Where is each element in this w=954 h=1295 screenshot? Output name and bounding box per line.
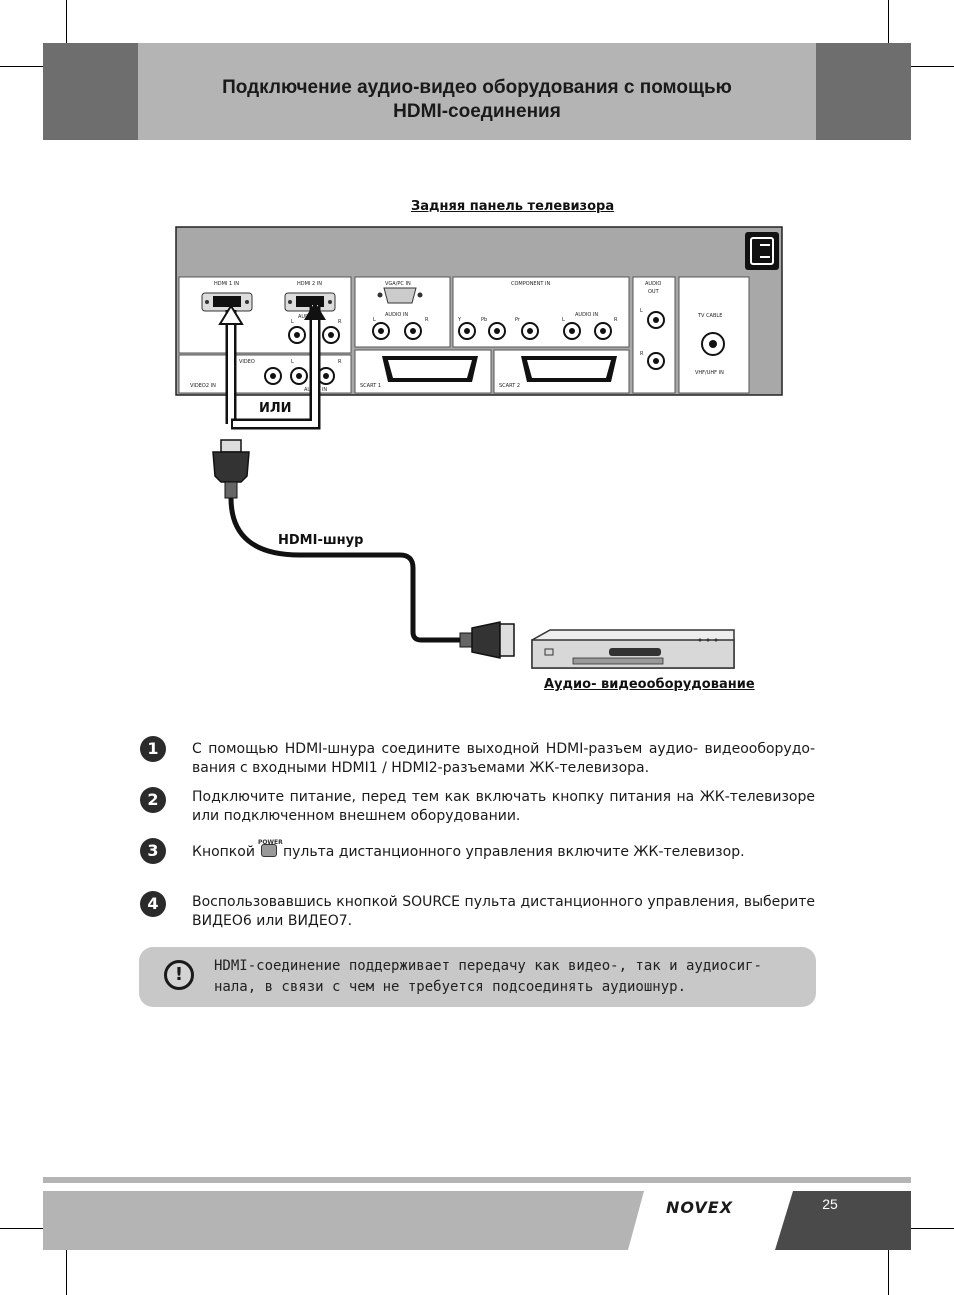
vga-port — [377, 287, 423, 304]
scart2-port — [521, 356, 617, 382]
step-2-text: Подключите питание, перед тем как включа… — [192, 789, 815, 824]
footer-rule — [43, 1177, 911, 1183]
svg-text:R: R — [425, 317, 429, 323]
step-2-badge: 2 — [140, 787, 166, 813]
note-text: HDMI-соединение поддерживает передачу ка… — [214, 956, 804, 998]
audio-out-label-2: OUT — [648, 289, 660, 295]
power-socket-icon — [745, 232, 779, 270]
svg-text:L: L — [640, 308, 643, 314]
header-block-right — [816, 43, 911, 140]
audio-out-section — [632, 276, 676, 394]
svg-text:R: R — [338, 359, 342, 365]
svg-text:NOVEX: NOVEX — [666, 1198, 733, 1217]
crop-mark — [0, 66, 60, 67]
note-text-line1: HDMI-соединение поддерживает передачу ка… — [214, 958, 762, 974]
svg-text:L: L — [373, 317, 376, 323]
arrow-up-icon — [218, 304, 244, 325]
svg-text:Pb: Pb — [481, 317, 487, 323]
hdmi2-label: HDMI 2 IN — [297, 281, 322, 287]
arrow-up-icon — [304, 302, 326, 320]
vga-section — [354, 276, 451, 348]
crop-mark — [888, 1236, 889, 1295]
page-title-line1: Подключение аудио-видео оборудования с п… — [222, 77, 732, 98]
page-number: 25 — [822, 1196, 838, 1212]
svg-text:R: R — [640, 351, 644, 357]
dvi-plug-icon — [459, 621, 515, 659]
tv-cable-section — [678, 276, 750, 394]
rca-jacks — [264, 311, 725, 385]
step-4-text: Воспользовавшись кнопкой SOURCE пульта д… — [192, 894, 815, 929]
hdmi1-port — [201, 292, 253, 312]
svg-text:R: R — [338, 319, 342, 325]
header-band — [138, 43, 816, 140]
vga-label: VGA/PC IN — [385, 281, 411, 287]
note-text-line2: нала, в связи с чем не требуется подсоед… — [214, 979, 687, 995]
vhf-label: VHF/UHF IN — [695, 370, 724, 376]
footer-band — [43, 1191, 911, 1250]
scart1-port — [382, 356, 478, 382]
scart2-label: SCART 2 — [499, 383, 520, 389]
audio-out-label: AUDIO — [645, 281, 661, 287]
audio-in-label-4: AUDIO IN — [575, 312, 598, 318]
hdmi-plug-icon — [212, 439, 250, 499]
hdmi1-label: HDMI 1 IN — [214, 281, 239, 287]
av-device-icon — [531, 629, 735, 669]
scart1-label: SCART 1 — [360, 383, 381, 389]
or-label: ИЛИ — [259, 401, 292, 416]
panel-title: Задняя панель телевизора — [411, 199, 615, 214]
svg-text:Y: Y — [457, 317, 462, 323]
hdmi-cable — [225, 305, 462, 643]
svg-text:L: L — [291, 359, 294, 365]
video2-label: VIDEO2 IN — [190, 383, 216, 389]
power-button-icon: POWER — [258, 839, 283, 857]
step-3-badge: 3 — [140, 838, 166, 864]
connection-diagram: HDMI 1 IN HDMI 2 IN AUDIO IN VIDEO VIDEO… — [175, 226, 783, 669]
crop-mark — [894, 1228, 954, 1229]
svg-text:Pr: Pr — [515, 317, 521, 323]
crop-mark — [894, 66, 954, 67]
step-4-badge: 4 — [140, 891, 166, 917]
svg-text:R: R — [614, 317, 618, 323]
crop-mark — [66, 0, 67, 60]
exclamation-icon: ! — [164, 960, 194, 990]
step-3-text-before: Кнопкой — [192, 844, 255, 860]
audio-in-label-3: AUDIO IN — [385, 312, 408, 318]
page-title: Подключение аудио-видео оборудования с п… — [138, 76, 816, 124]
step-1-text: С помощью HDMI-шнура соедините выходной … — [192, 741, 815, 776]
tv-cable-label: TV CABLE — [697, 313, 722, 319]
page-title-line2: HDMI-соединения — [393, 101, 561, 122]
crop-mark — [888, 0, 889, 60]
step-1-badge: 1 — [140, 736, 166, 762]
cable-label: HDMI-шнур — [278, 533, 364, 548]
rca-jack-centers — [270, 317, 717, 379]
header-block-left — [43, 43, 138, 140]
component-label: COMPONENT IN — [511, 281, 550, 287]
step-3-text-after: пульта дистанционного управления включит… — [282, 844, 745, 860]
novex-logo: NOVEX — [666, 1198, 733, 1217]
svg-text:L: L — [562, 317, 565, 323]
hdmi2-port — [284, 292, 336, 312]
video-label: VIDEO — [239, 359, 255, 365]
crop-mark — [0, 1228, 60, 1229]
power-caption: POWER — [257, 839, 283, 846]
note-box — [139, 947, 816, 1007]
crop-mark — [66, 1236, 67, 1295]
svg-text:L: L — [291, 319, 294, 325]
device-label: Аудио- видеооборудование — [544, 677, 755, 692]
